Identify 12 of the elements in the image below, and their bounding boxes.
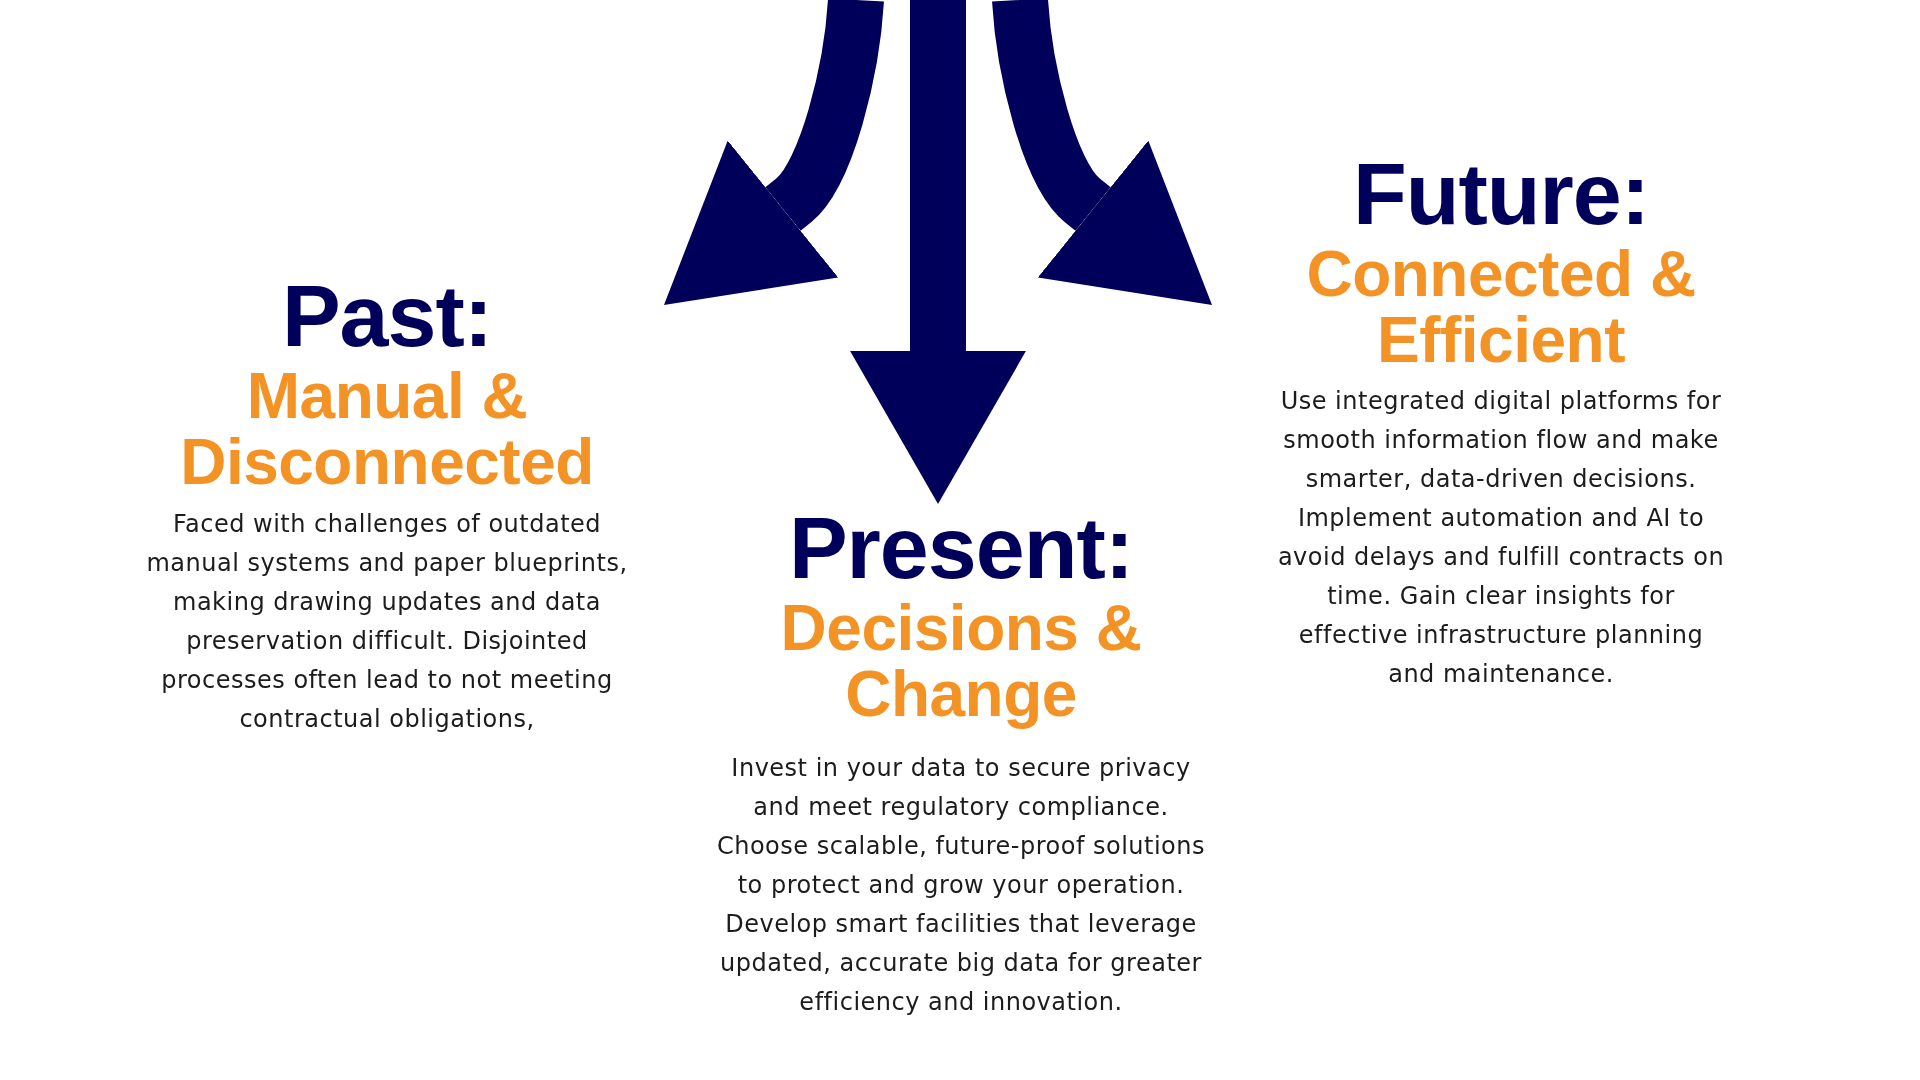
arrow (664, 0, 884, 305)
description: Use integrated digital platforms for smooth information flow and make smarter, data-driven decisions. Implement automation and AI to avoid delays and fulfill contracts on time. Gain clear insights for effective infrastructure planning and maintenance. (1276, 386, 1726, 690)
heading: Present: (788, 504, 1134, 592)
description: Invest in your data to secure privacy and meet regulatory compliance. Choose scalable, future-proof solutions to protect and grow your operation. Develop smart facilities that leverage updated, accurate big data for greater efficiency and innovation. (715, 753, 1207, 1018)
heading: Past: (281, 272, 493, 360)
description: Faced with challenges of outdated manual systems and paper blueprints, making drawing updates and data preservation difficult. Disjointed processes often lead to not meeting contractual obligations, (145, 509, 629, 735)
arrow (992, 0, 1212, 305)
subheading: Manual & Disconnected (179, 363, 595, 495)
subheading: Connected & Efficient (1305, 241, 1697, 373)
subheading: Decisions & Change (779, 595, 1143, 727)
heading: Future: (1352, 150, 1650, 238)
arrow (850, 0, 1026, 504)
